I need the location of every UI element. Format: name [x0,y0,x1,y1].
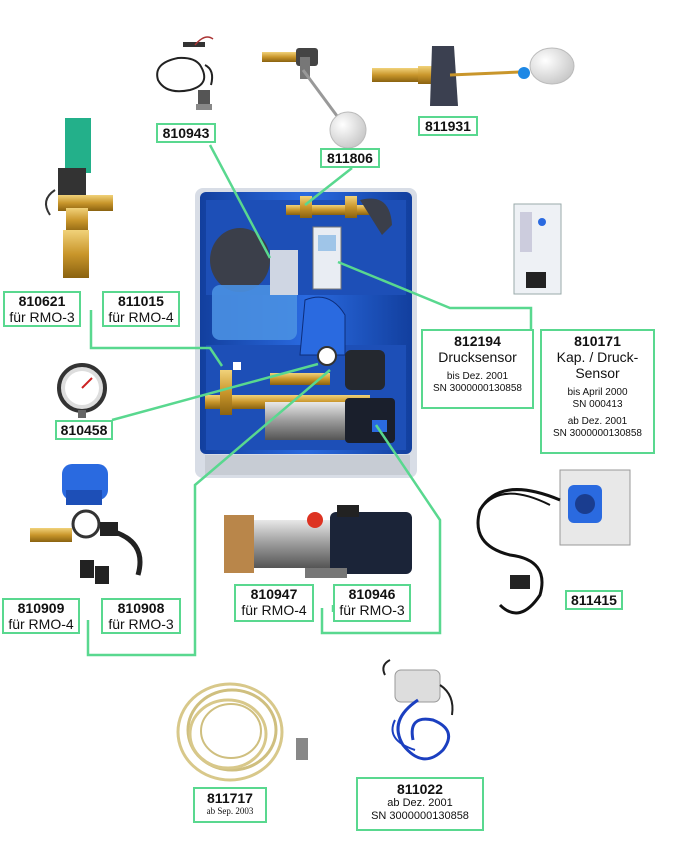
part-description: Drucksensor [438,349,517,366]
part-variant: für RMO-4 [108,309,174,326]
part-serial: SN 000413 [572,398,623,410]
float-valve-icon [262,48,367,149]
leader-810943 [208,144,272,259]
label-810458: 810458 [55,420,113,440]
part-number: 810943 [162,125,210,141]
part-serial: SN 3000000130858 [371,809,469,822]
part-number: 810946 [348,586,396,602]
part-number: 810947 [250,586,298,602]
label-810943: 810943 [156,123,216,143]
label-811015: 811015 für RMO-4 [102,291,180,327]
pressure-gauge-icon [57,363,107,418]
label-811717: 811717 ab Sep. 2003 [193,787,267,823]
label-810909: 810909 für RMO-4 [2,598,80,634]
rainwater-unit-icon [195,188,417,478]
label-810946: 810946 für RMO-3 [333,584,411,622]
part-variant: für RMO-3 [108,616,174,633]
part-variant: für RMO-4 [8,616,74,633]
part-note: ab Dez. 2001 [387,797,453,810]
leader-810946 [320,424,442,635]
label-811931: 811931 [418,116,478,136]
part-variant: für RMO-4 [241,602,307,619]
part-note: bis April 2000 [567,387,628,399]
part-number: 810908 [117,600,165,616]
pump-icon [224,505,412,578]
part-variant: für RMO-3 [339,602,405,619]
part-description: Kap. / Druck- [556,349,639,366]
leader-811806 [304,167,353,206]
pressure-switch-icon [30,464,143,584]
leader-810621 [89,310,224,367]
power-socket-icon [476,469,631,615]
leader-lines [86,144,533,657]
part-note: ab Sep. 2003 [206,806,254,817]
part-number: 811015 [118,293,164,309]
part-number: 811931 [425,118,471,134]
part-number: 811415 [571,592,617,608]
float-switch-sensor-icon [156,36,214,110]
part-number: 810621 [18,293,66,309]
part-note: bis Dez. 2001 [446,371,509,383]
part-number: 810458 [60,422,108,438]
label-811415: 811415 [565,590,623,610]
float-valve-large-icon [372,46,575,106]
part-serial: SN 3000000130858 [433,382,522,394]
label-810171: 810171 Kap. / Druck- Sensor bis April 20… [540,329,655,454]
label-811022: 811022 ab Dez. 2001 SN 3000000130858 [356,777,484,831]
leader-810458 [111,362,319,422]
part-note: ab Dez. 2001 [567,416,628,428]
part-number: 811022 [397,781,443,797]
part-number: 812194 [454,333,501,349]
part-variant: für RMO-3 [9,309,75,326]
probe-cable-icon [382,659,454,761]
solenoid-valve-icon [45,118,113,278]
leader-812194 [337,260,533,330]
label-810947: 810947 für RMO-4 [234,584,314,622]
label-810621: 810621 für RMO-3 [3,291,81,327]
label-811806: 811806 [320,148,380,168]
part-number: 810171 [574,333,621,349]
part-serial: SN 3000000130858 [553,427,642,439]
part-number: 811806 [327,150,373,166]
level-sensor-panel-icon [513,203,562,295]
part-number: 810909 [17,600,65,616]
label-810908: 810908 für RMO-3 [101,598,181,634]
label-812194: 812194 Drucksensor bis Dez. 2001 SN 3000… [421,329,534,409]
part-number: 811717 [207,790,253,806]
cable-coil-icon [176,682,308,782]
part-description: Sensor [575,365,620,382]
leader-810909 [86,369,331,657]
